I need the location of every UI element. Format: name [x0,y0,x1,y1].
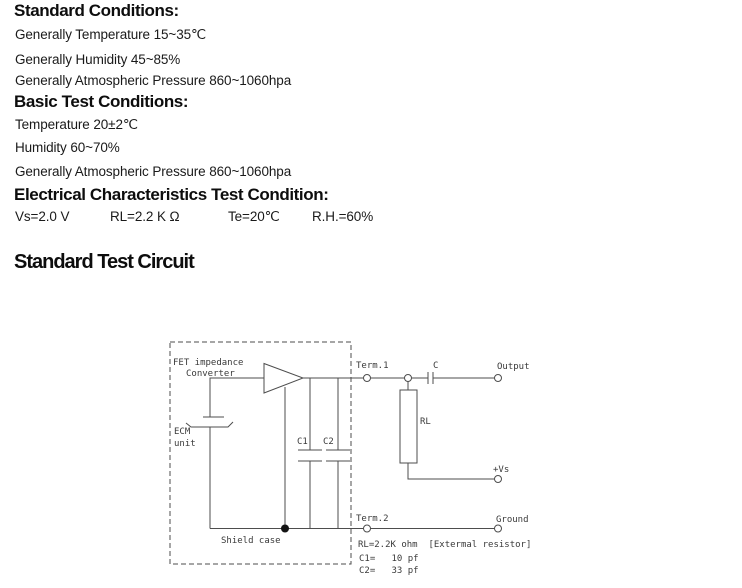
standard-conditions-heading: Standard Conditions: [14,1,179,20]
electrical-values-row: Vs=2.0 V RL=2.2 K Ω Te=20℃ R.H.=60% [0,209,742,289]
term1-terminal [363,374,371,382]
coupling-capacitor [411,372,495,384]
rl-label: RL [420,417,431,427]
rl-note: RL=2.2K ohm [Extermal resistor] [358,540,531,550]
c2-label: C2 [323,437,334,447]
basic-line-temperature: Temperature 20±2℃ [15,117,138,132]
converter-label: Converter [186,369,235,379]
c2-note: C2= 33 pf [359,566,419,576]
fet-buffer-triangle [263,362,305,394]
shield-case-label: Shield case [221,536,281,546]
electrical-value-rh: R.H.=60% [312,209,374,224]
rl-resistor [399,389,418,464]
output-terminal [494,374,502,382]
c2-capacitor [326,378,350,529]
rl-to-vs-wire [407,463,495,480]
rl-node-terminal [404,374,412,382]
output-label: Output [497,362,530,372]
vs-label: +Vs [493,465,509,475]
term2-terminal [363,524,371,533]
ecm-unit-label: unit [174,439,196,449]
input-wire [209,377,264,417]
electrical-value-vs: Vs=2.0 V [15,209,70,224]
vs-terminal [494,475,502,483]
c1-note: C1= 10 pf [359,554,419,564]
condition-line-pressure: Generally Atmospheric Pressure 860~1060h… [15,73,292,88]
junction-dot [281,524,289,533]
basic-line-pressure: Generally Atmospheric Pressure 860~1060h… [15,164,292,179]
shield-box [169,341,352,565]
electrical-value-rl: RL=2.2 K Ω [110,209,180,224]
ecm-bottom-plate [185,421,234,428]
c1-capacitor [298,378,322,529]
electrical-value-te: Te=20℃ [228,209,280,224]
electrical-test-condition-heading: Electrical Characteristics Test Conditio… [14,185,329,204]
basic-line-humidity: Humidity 60~70% [15,140,120,155]
basic-test-conditions-heading: Basic Test Conditions: [14,92,189,111]
term1-label: Term.1 [356,361,389,371]
ground-label: Ground [496,515,529,525]
condition-line-temperature: Generally Temperature 15~35℃ [15,27,207,42]
condition-line-humidity: Generally Humidity 45~85% [15,52,181,67]
coupling-cap-label: C [433,361,438,371]
c1-label: C1 [297,437,308,447]
standard-test-circuit-heading: Standard Test Circuit [14,251,195,273]
ground-terminal [494,524,502,533]
fet-impedance-label: FET impedance [173,358,243,368]
term2-label: Term.2 [356,514,389,524]
ecm-label: ECM [174,427,191,437]
